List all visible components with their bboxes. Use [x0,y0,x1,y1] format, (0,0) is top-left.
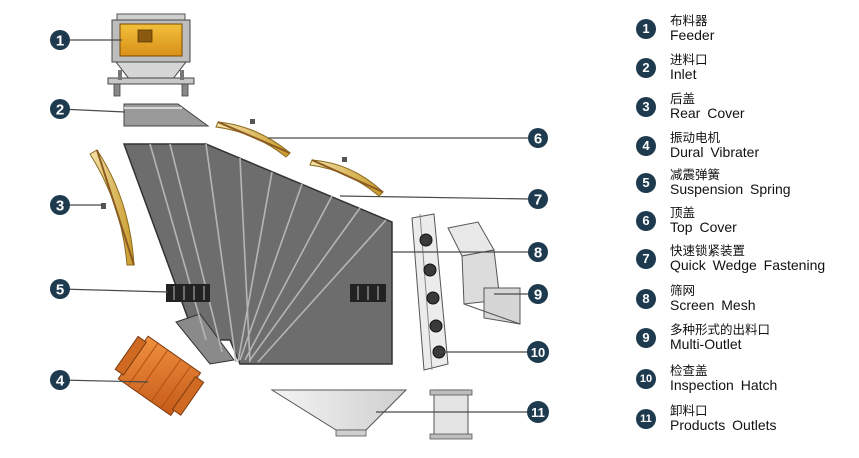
multi-outlet-part [447,221,521,325]
rear-cover-part [89,149,135,266]
legend-english-label: Top Cover [670,219,737,235]
legend-chinese-label: 筛网 [670,283,696,298]
badge-9: 9 [528,284,548,304]
legend-chinese-label: 多种形式的出料口 [670,322,771,337]
svg-text:10: 10 [531,345,545,360]
screen-housing [122,143,393,365]
svg-text:1: 1 [56,33,64,50]
legend-english-label: Multi-Outlet [670,336,742,352]
legend-chinese-label: 检查盖 [670,363,708,378]
legend-item-3: 3 后盖 Rear Cover [633,88,855,124]
svg-text:4: 4 [56,373,65,390]
legend-badge: 6 [636,211,656,231]
badge-3: 3 [50,195,70,215]
legend-chinese-label: 布料器 [670,13,708,28]
leader-7 [339,195,531,200]
legend-badge: 5 [636,173,656,193]
svg-text:7: 7 [534,192,542,209]
legend-english-label: Feeder [670,27,715,43]
product-outlet-part [270,389,473,440]
top-cover-part [215,119,384,197]
legend-item-1: 1 布料器 Feeder [633,10,855,46]
badge-1: 1 [50,30,70,50]
legend-badge: 8 [636,289,656,309]
legend-item-6: 6 顶盖 Top Cover [633,202,855,238]
legend-badge: 4 [636,136,656,156]
legend-english-label: Products Outlets [670,417,777,433]
badge-7: 7 [528,189,548,209]
badge-6: 6 [528,128,548,148]
legend-badge: 1 [636,19,656,39]
svg-text:2: 2 [56,102,64,119]
badge-8: 8 [528,242,548,262]
legend-english-label: Inspection Hatch [670,377,778,393]
badge-4: 4 [50,370,70,390]
legend-english-label: Inlet [670,66,697,82]
leader-5 [59,288,169,293]
legend-item-11: 11 卸料口 Products Outlets [633,400,855,436]
svg-text:11: 11 [531,405,545,420]
leader-4 [59,379,149,383]
badge-2: 2 [50,99,70,119]
legend-badge: 9 [636,328,656,348]
legend-chinese-label: 进料口 [670,52,708,67]
legend-english-label: Quick Wedge Fastening [670,257,826,273]
inlet-part [123,103,210,127]
legend-item-5: 5 减震弹簧 Suspension Spring [633,164,855,200]
spring-mount-left [166,284,210,302]
svg-text:9: 9 [534,287,542,304]
legend-chinese-label: 顶盖 [670,205,696,220]
leader-lines [59,39,531,413]
legend-english-label: Dural Vibrater [670,144,760,160]
spring-mount-right [350,284,386,302]
svg-text:3: 3 [56,198,64,215]
svg-text:6: 6 [534,131,542,148]
legend-english-label: Suspension Spring [670,181,791,197]
svg-text:5: 5 [56,282,64,299]
legend-chinese-label: 后盖 [670,91,696,106]
feeder-part [107,13,195,97]
badge-10: 10 [527,341,549,363]
legend-item-9: 9 多种形式的出料口 Multi-Outlet [633,319,855,355]
legend-english-label: Rear Cover [670,105,745,121]
legend-badge: 3 [636,97,656,117]
badge-5: 5 [50,279,70,299]
svg-text:8: 8 [534,245,542,262]
legend-badge: 2 [636,58,656,78]
badge-11: 11 [527,401,549,423]
legend-badge: 11 [636,409,656,429]
legend-item-7: 7 快速锁紧装置 Quick Wedge Fastening [633,240,855,276]
legend-chinese-label: 振动电机 [670,130,721,145]
legend-item-4: 4 振动电机 Dural Vibrater [633,127,855,163]
legend-item-2: 2 进料口 Inlet [633,49,855,85]
screen-mesh-part [411,213,449,371]
legend-english-label: Screen Mesh [670,297,756,313]
legend-chinese-label: 快速锁紧装置 [670,243,746,258]
legend-badge: 7 [636,249,656,269]
vibrating-motor-part [114,335,205,417]
legend-badge: 10 [636,369,656,389]
legend-item-10: 10 检查盖 Inspection Hatch [633,360,855,396]
legend-item-8: 8 筛网 Screen Mesh [633,280,855,316]
leader-2 [59,108,126,113]
legend-chinese-label: 减震弹簧 [670,167,721,182]
legend-chinese-label: 卸料口 [670,403,708,418]
